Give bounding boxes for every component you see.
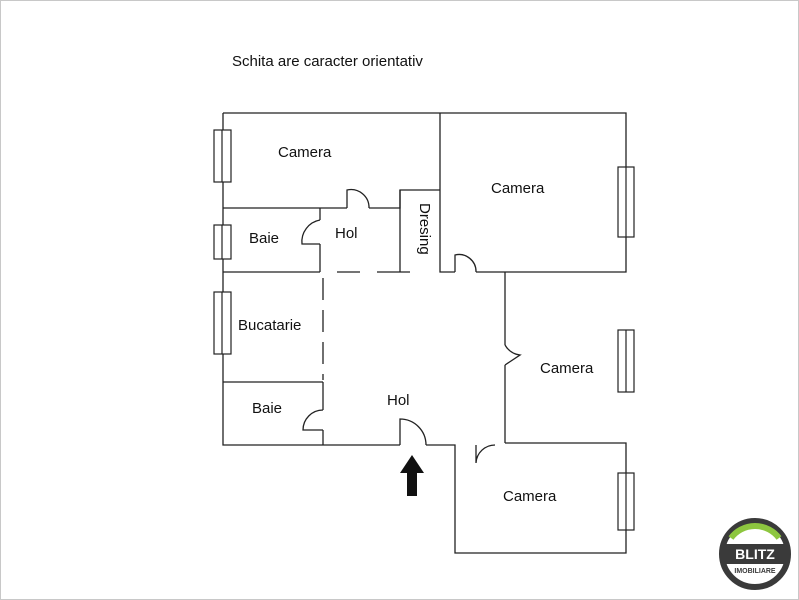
blitz-logo: BLITZ IMOBILIARE [719,518,791,590]
door-hol-small [346,188,370,209]
logo-brand: BLITZ [735,546,775,562]
door-baie-top [301,219,321,245]
label-camera-top-left: Camera [278,144,332,161]
logo-accent-arc [728,523,782,540]
wall-camera-divider [439,113,455,273]
door-camera-right [504,344,522,366]
door-camera-bottom [475,444,496,464]
label-bucatarie: Bucatarie [238,317,301,334]
outer-wall-left [222,113,400,446]
label-hol-small: Hol [335,225,358,242]
label-camera-right: Camera [540,360,594,377]
outer-wall-bottom-right [426,442,627,554]
label-baie-top: Baie [249,230,279,247]
door-baie-bottom [302,409,324,431]
label-camera-bottom-right: Camera [503,488,557,505]
disclaimer-note: Schita are caracter orientativ [232,53,423,70]
logo-sub: IMOBILIARE [734,568,776,575]
door-entrance [399,418,427,446]
label-baie-bottom: Baie [252,400,282,417]
label-dresing: Dresing [416,203,433,255]
label-hol-main: Hol [387,392,410,409]
label-camera-top-right: Camera [491,180,545,197]
door-camera-top-right [454,253,477,273]
entrance-arrow-icon [400,455,424,496]
